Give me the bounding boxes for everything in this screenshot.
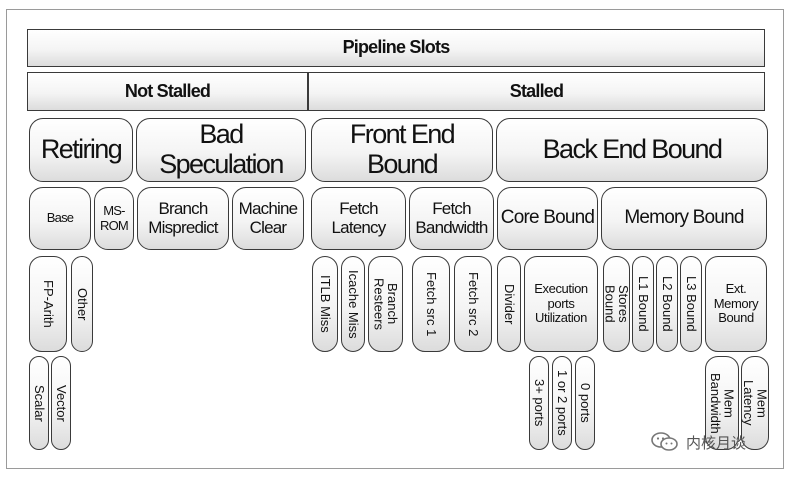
branch-resteers-box: Branch Resteers bbox=[368, 256, 403, 352]
icache-miss-box: Icache Miss bbox=[341, 256, 365, 352]
watermark: 内核月谈 bbox=[650, 429, 746, 455]
fetch-latency-box: Fetch Latency bbox=[311, 187, 406, 250]
bad-speculation-label: Bad Speculation bbox=[159, 119, 284, 179]
icache-miss-label: Icache Miss bbox=[345, 269, 361, 339]
fetch-src1-label: Fetch src 1 bbox=[423, 271, 439, 337]
one-or-two-ports-label: 1 or 2 ports bbox=[554, 370, 570, 436]
branch-resteers-label: Branch Resteers bbox=[371, 277, 401, 331]
execution-ports-utilization-label: Execution ports Utilization bbox=[534, 280, 588, 326]
front-end-bound-label: Front End Bound bbox=[349, 119, 456, 179]
core-bound-label: Core Bound bbox=[500, 207, 595, 229]
fetch-bandwidth-box: Fetch Bandwidth bbox=[409, 187, 494, 250]
fetch-src1-box: Fetch src 1 bbox=[412, 256, 450, 352]
other-box: Other bbox=[71, 256, 93, 352]
l3-bound-box: L3 Bound bbox=[680, 256, 702, 352]
pipeline-slots-label: Pipeline Slots bbox=[342, 37, 451, 58]
other-label: Other bbox=[74, 287, 90, 321]
retiring-box: Retiring bbox=[29, 118, 133, 182]
zero-ports-box: 0 ports bbox=[575, 356, 595, 450]
stores-bound-box: Stores Bound bbox=[602, 256, 632, 352]
mem-bandwidth-box: Mem Bandwidth bbox=[705, 356, 739, 450]
retiring-label: Retiring bbox=[40, 134, 123, 165]
divider-label: Divider bbox=[501, 283, 517, 325]
mem-latency-box: Mem Latency bbox=[741, 356, 770, 450]
memory-bound-box: Memory Bound bbox=[601, 187, 767, 250]
back-end-bound-box: Back End Bound bbox=[496, 118, 768, 182]
vector-box: Vector bbox=[51, 356, 71, 450]
one-or-two-ports-box: 1 or 2 ports bbox=[552, 356, 572, 450]
fetch-src2-label: Fetch src 2 bbox=[465, 271, 481, 337]
bad-speculation-box: Bad Speculation bbox=[136, 118, 306, 182]
three-plus-ports-box: 3+ ports bbox=[529, 356, 549, 450]
machine-clear-label: Machine Clear bbox=[238, 198, 298, 237]
fp-arith-label: FP-Arith bbox=[40, 280, 56, 328]
branch-mispredict-box: Branch Mispredict bbox=[137, 187, 229, 250]
base-label: Base bbox=[46, 210, 74, 226]
fp-arith-box: FP-Arith bbox=[29, 256, 67, 352]
fetch-bandwidth-label: Fetch Bandwidth bbox=[415, 198, 488, 237]
back-end-bound-label: Back End Bound bbox=[542, 134, 723, 165]
branch-mispredict-label: Branch Mispredict bbox=[148, 198, 218, 237]
itlb-miss-label: ITLB Miss bbox=[317, 275, 333, 333]
ms-rom-label: MS- ROM bbox=[100, 203, 129, 233]
not-stalled-label: Not Stalled bbox=[124, 80, 211, 101]
l2-bound-label: L2 Bound bbox=[659, 276, 675, 332]
fetch-latency-label: Fetch Latency bbox=[331, 198, 387, 237]
ext-memory-bound-label: Ext. Memory Bound bbox=[713, 280, 759, 326]
execution-ports-utilization-box: Execution ports Utilization bbox=[524, 256, 598, 352]
three-plus-ports-label: 3+ ports bbox=[531, 379, 547, 427]
divider-box: Divider bbox=[497, 256, 521, 352]
watermark-text: 内核月谈 bbox=[686, 433, 747, 452]
l3-bound-label: L3 Bound bbox=[683, 276, 699, 332]
wechat-icon bbox=[651, 432, 678, 451]
ms-rom-box: MS- ROM bbox=[94, 187, 134, 250]
stores-bound-label: Stores Bound bbox=[602, 285, 632, 323]
pipeline-slots-box: Pipeline Slots bbox=[27, 29, 765, 67]
l2-bound-box: L2 Bound bbox=[656, 256, 678, 352]
front-end-bound-box: Front End Bound bbox=[311, 118, 493, 182]
scalar-label: Scalar bbox=[31, 384, 47, 422]
ext-memory-bound-box: Ext. Memory Bound bbox=[705, 256, 767, 352]
scalar-box: Scalar bbox=[29, 356, 49, 450]
itlb-miss-box: ITLB Miss bbox=[312, 256, 338, 352]
stalled-box: Stalled bbox=[308, 72, 765, 111]
machine-clear-box: Machine Clear bbox=[232, 187, 304, 250]
mem-latency-label: Mem Latency bbox=[741, 380, 770, 426]
fetch-src2-box: Fetch src 2 bbox=[454, 256, 492, 352]
core-bound-box: Core Bound bbox=[497, 187, 598, 250]
stalled-label: Stalled bbox=[509, 80, 564, 101]
mem-bandwidth-label: Mem Bandwidth bbox=[708, 372, 737, 434]
zero-ports-label: 0 ports bbox=[577, 383, 593, 423]
base-box: Base bbox=[29, 187, 91, 250]
vector-label: Vector bbox=[53, 384, 69, 422]
l1-bound-label: L1 Bound bbox=[635, 276, 651, 332]
not-stalled-box: Not Stalled bbox=[27, 72, 308, 111]
memory-bound-label: Memory Bound bbox=[624, 207, 744, 229]
l1-bound-box: L1 Bound bbox=[632, 256, 654, 352]
